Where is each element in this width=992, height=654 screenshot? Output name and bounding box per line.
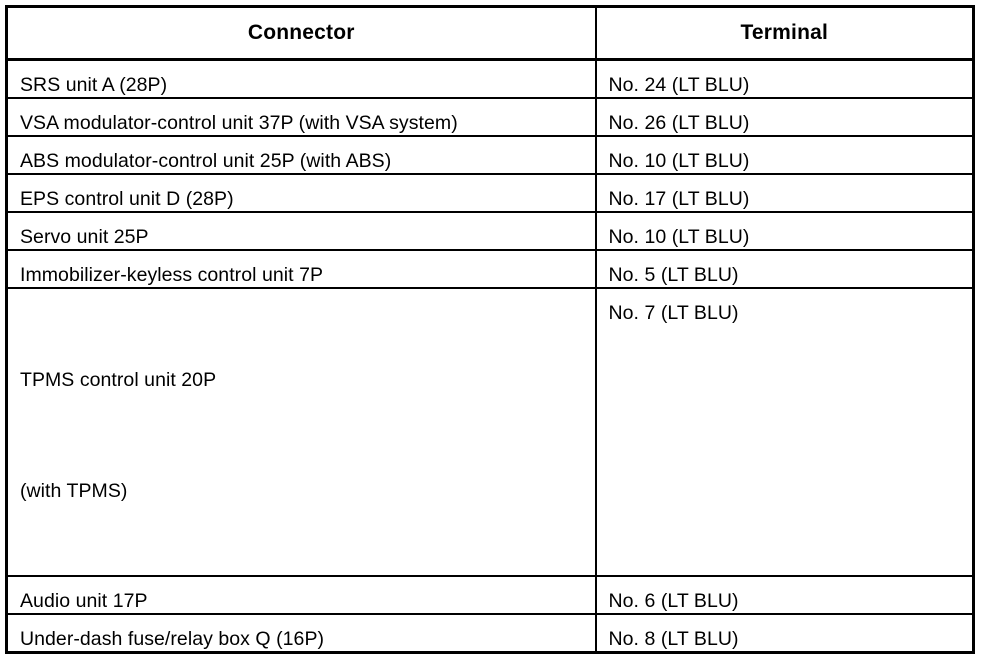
table-row: Under-dash fuse/relay box Q (16P) No. 8 … <box>6 613 974 653</box>
cell-connector: SRS unit A (28P) <box>6 59 597 99</box>
cell-connector: VSA modulator-control unit 37P (with VSA… <box>6 98 597 137</box>
table-row: TPMS control unit 20P (with TPMS) No. 7 … <box>6 288 974 577</box>
table-row: SRS unit A (28P) No. 24 (LT BLU) <box>6 59 974 99</box>
table-header-row: Connector Terminal <box>6 6 974 61</box>
cell-connector-line-1: TPMS control unit 20P <box>20 368 217 391</box>
cell-connector: ABS modulator-control unit 25P (with ABS… <box>6 136 597 175</box>
cell-terminal: No. 8 (LT BLU) <box>595 613 974 653</box>
table-row: EPS control unit D (28P) No. 17 (LT BLU) <box>6 174 974 213</box>
cell-connector-line-2: (with TPMS) <box>20 479 128 502</box>
table-body: SRS unit A (28P) No. 24 (LT BLU) VSA mod… <box>6 59 974 653</box>
cell-terminal: No. 17 (LT BLU) <box>595 174 974 213</box>
cell-terminal: No. 6 (LT BLU) <box>595 575 974 615</box>
cell-terminal: No. 10 (LT BLU) <box>595 136 974 175</box>
table-row: Audio unit 17P No. 6 (LT BLU) <box>6 575 974 615</box>
table-row: ABS modulator-control unit 25P (with ABS… <box>6 136 974 175</box>
cell-terminal: No. 7 (LT BLU) <box>595 288 974 577</box>
document-page: Connector Terminal SRS unit A (28P) No. … <box>5 5 975 654</box>
cell-connector: Under-dash fuse/relay box Q (16P) <box>6 613 597 653</box>
cell-connector: EPS control unit D (28P) <box>6 174 597 213</box>
table-header: Connector Terminal <box>6 6 974 61</box>
column-header-terminal: Terminal <box>595 6 974 61</box>
column-header-connector: Connector <box>6 6 597 61</box>
table-row: Servo unit 25P No. 10 (LT BLU) <box>6 212 974 251</box>
table-row: VSA modulator-control unit 37P (with VSA… <box>6 98 974 137</box>
cell-terminal: No. 10 (LT BLU) <box>595 212 974 251</box>
table-row: Immobilizer-keyless control unit 7P No. … <box>6 250 974 289</box>
cell-connector: Immobilizer-keyless control unit 7P <box>6 250 597 289</box>
cell-connector: Servo unit 25P <box>6 212 597 251</box>
cell-terminal: No. 24 (LT BLU) <box>595 59 974 99</box>
cell-connector: TPMS control unit 20P (with TPMS) <box>6 288 597 577</box>
cell-terminal: No. 26 (LT BLU) <box>595 98 974 137</box>
cell-connector: Audio unit 17P <box>6 575 597 615</box>
connector-terminal-table: Connector Terminal SRS unit A (28P) No. … <box>5 5 975 654</box>
cell-terminal: No. 5 (LT BLU) <box>595 250 974 289</box>
